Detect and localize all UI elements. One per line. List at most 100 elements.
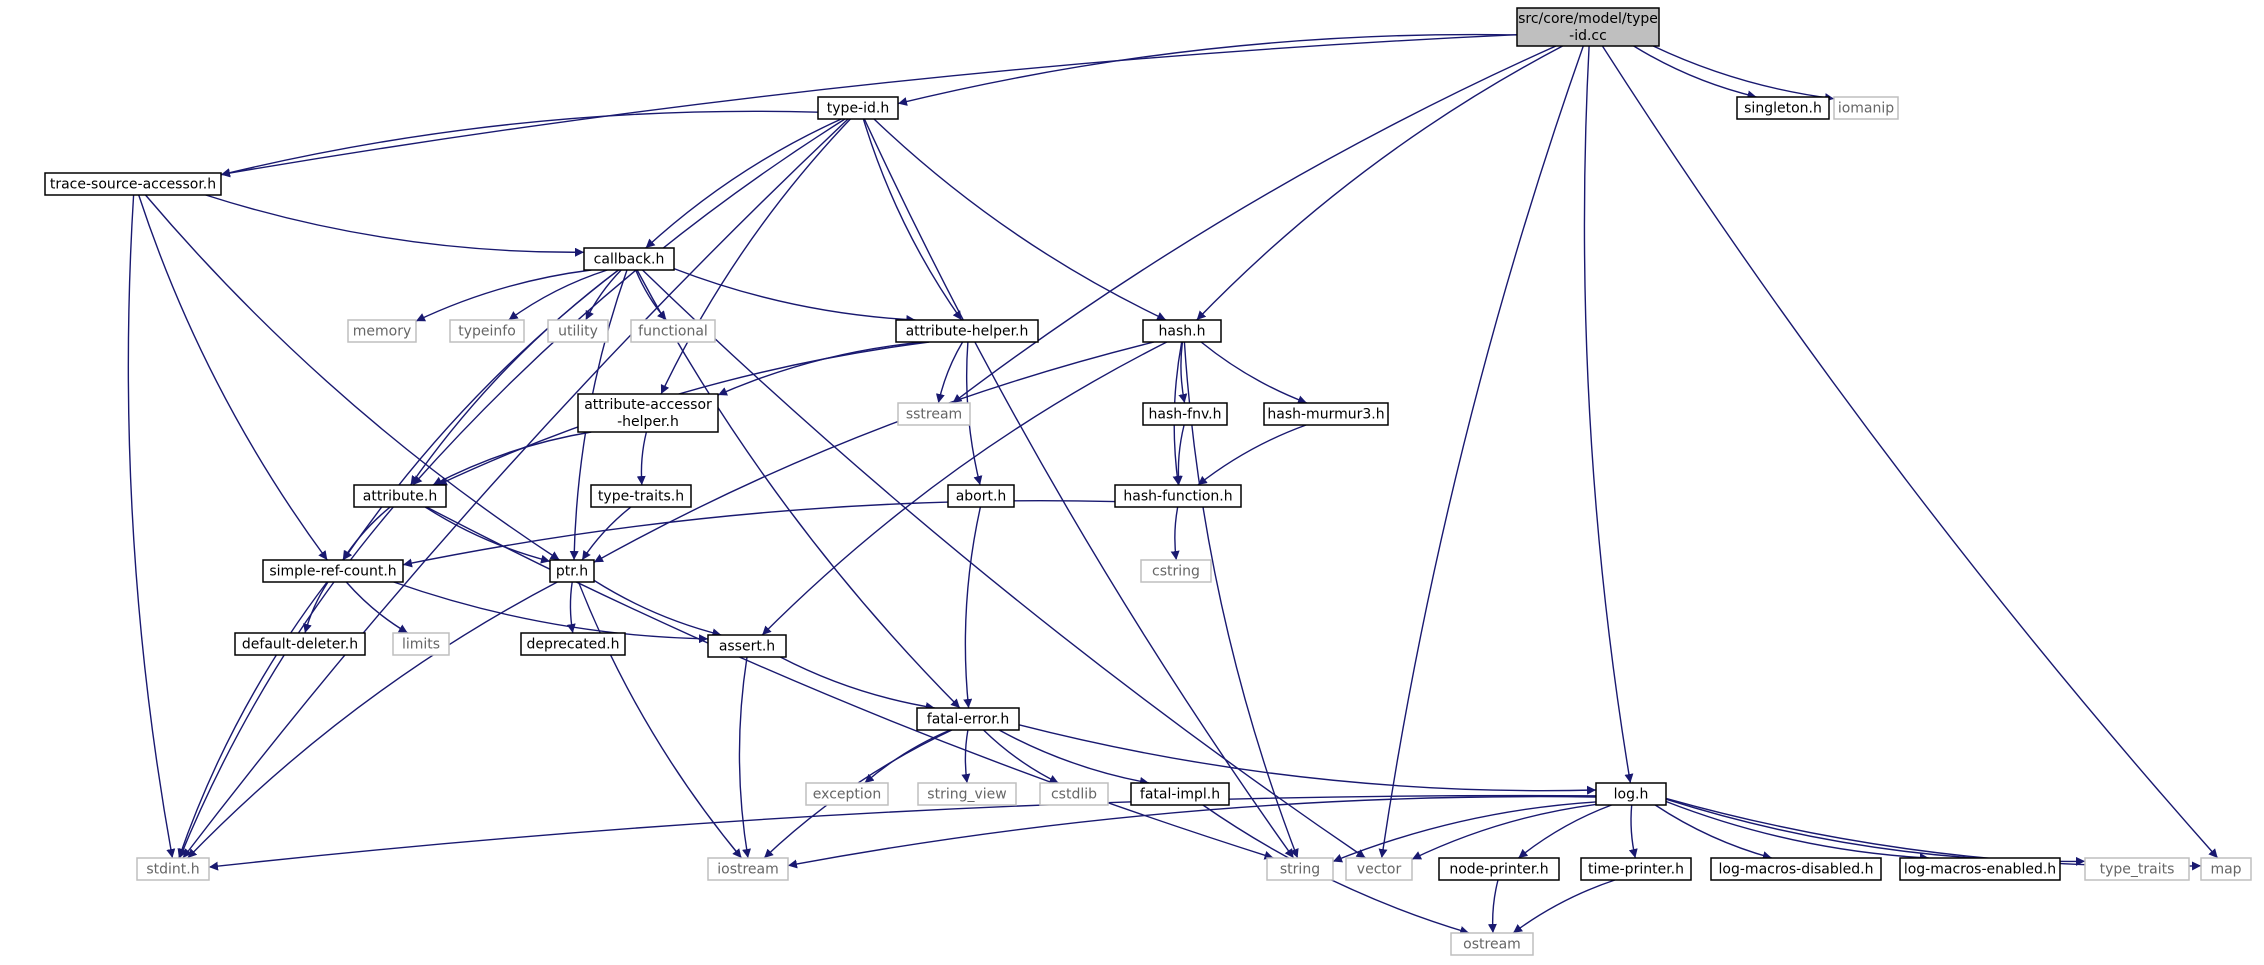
- node-attribute[interactable]: attribute.h: [353, 484, 447, 508]
- node-typeinfo[interactable]: typeinfo: [449, 319, 525, 343]
- node-box: [1595, 782, 1667, 806]
- node-label: attribute.h: [363, 489, 437, 505]
- edge-fatalerror-to-log: [1018, 724, 1597, 795]
- node-label: time-printer.h: [1588, 862, 1684, 878]
- edge-typetraits-to-ptr: [581, 506, 632, 561]
- node-box: [805, 782, 889, 806]
- node-lme[interactable]: log-macros-enabled.h: [1899, 857, 2061, 881]
- node-nodeprinter[interactable]: node-printer.h: [1438, 857, 1560, 881]
- node-label: typeinfo: [458, 324, 516, 340]
- node-ahelper[interactable]: attribute-helper.h: [895, 319, 1039, 343]
- node-label: attribute-accessor: [584, 397, 712, 413]
- node-typeid[interactable]: type-id.h: [817, 96, 899, 120]
- node-box: [353, 484, 447, 508]
- node-fatalerror[interactable]: fatal-error.h: [916, 707, 1020, 731]
- edge-src-to-stdint: [177, 581, 328, 859]
- edge-aahelper-to-typetraits: [636, 431, 648, 486]
- node-ptr[interactable]: ptr.h: [549, 559, 595, 583]
- node-timeprinter[interactable]: time-printer.h: [1580, 857, 1692, 881]
- edge-log-to-lme: [1665, 800, 1929, 863]
- node-lmd[interactable]: log-macros-disabled.h: [1710, 857, 1882, 881]
- node-box: [44, 172, 222, 196]
- node-hash[interactable]: hash.h: [1142, 319, 1222, 343]
- node-ostream[interactable]: ostream: [1450, 932, 1534, 956]
- node-label: hash-function.h: [1123, 489, 1232, 505]
- node-callback[interactable]: callback.h: [583, 247, 675, 271]
- node-box: [916, 707, 1020, 731]
- edge-tsa-to-src: [138, 194, 328, 561]
- node-cstdlib[interactable]: cstdlib: [1039, 782, 1109, 806]
- node-box: [577, 393, 719, 433]
- node-typetraitsstd[interactable]: type_traits: [2084, 857, 2190, 881]
- edge-root-to-typeid: [897, 33, 1518, 106]
- node-assert[interactable]: assert.h: [707, 634, 787, 658]
- node-label: limits: [402, 637, 440, 653]
- node-box: [1516, 7, 1660, 47]
- node-singleton[interactable]: singleton.h: [1736, 96, 1830, 120]
- node-label: sstream: [906, 407, 962, 423]
- node-src[interactable]: simple-ref-count.h: [262, 559, 404, 583]
- node-label: src/core/model/type: [1518, 11, 1658, 27]
- node-log[interactable]: log.h: [1595, 782, 1667, 806]
- node-stdint[interactable]: stdint.h: [136, 857, 210, 881]
- node-fatalimpl[interactable]: fatal-impl.h: [1130, 782, 1230, 806]
- node-label: default-deleter.h: [242, 637, 358, 653]
- edge-hash-to-ptr: [593, 341, 1155, 563]
- edge-ahelper-to-aahelper: [717, 341, 925, 396]
- node-exception[interactable]: exception: [805, 782, 889, 806]
- node-box: [262, 559, 404, 583]
- node-string[interactable]: string: [1266, 857, 1334, 881]
- edge-timeprinter-to-ostream: [1512, 879, 1616, 934]
- node-box: [817, 96, 899, 120]
- node-box: [2200, 857, 2252, 881]
- node-vector[interactable]: vector: [1345, 857, 1413, 881]
- node-label: ptr.h: [556, 564, 588, 580]
- edge-log-to-lmd: [1654, 804, 1772, 860]
- node-iostream[interactable]: iostream: [707, 857, 789, 881]
- node-label: abort.h: [956, 489, 1007, 505]
- node-box: [895, 319, 1039, 343]
- node-label: node-printer.h: [1449, 862, 1548, 878]
- edge-typeid-to-hash: [873, 118, 1167, 321]
- node-root[interactable]: src/core/model/type-id.cc: [1516, 7, 1660, 47]
- node-hashfunc[interactable]: hash-function.h: [1114, 484, 1242, 508]
- node-label: deprecated.h: [526, 637, 619, 653]
- node-box: [1450, 932, 1534, 956]
- node-defdel[interactable]: default-deleter.h: [234, 632, 366, 656]
- edge-typeid-to-ahelper: [862, 118, 963, 321]
- node-functional[interactable]: functional: [630, 319, 716, 343]
- node-sstream[interactable]: sstream: [897, 402, 971, 426]
- node-label: iomanip: [1838, 101, 1894, 117]
- edge-root-to-sstream: [952, 45, 1557, 404]
- edge-assert-to-fatalerror: [779, 656, 935, 712]
- node-tsa[interactable]: trace-source-accessor.h: [44, 172, 222, 196]
- node-memory[interactable]: memory: [347, 319, 417, 343]
- node-abort[interactable]: abort.h: [947, 484, 1015, 508]
- node-typetraits[interactable]: type-traits.h: [590, 484, 692, 508]
- node-label: hash.h: [1159, 324, 1206, 340]
- node-iomanip[interactable]: iomanip: [1833, 96, 1899, 120]
- edge-tsa-to-ptr: [144, 194, 560, 561]
- node-cstring[interactable]: cstring: [1140, 559, 1212, 583]
- edge-typeid-to-tsa: [220, 110, 819, 178]
- node-label: iostream: [717, 862, 779, 878]
- node-label: string: [1280, 862, 1320, 878]
- edge-typeid-to-string: [863, 118, 1295, 859]
- node-label: type_traits: [2100, 862, 2175, 878]
- node-utility[interactable]: utility: [547, 319, 609, 343]
- node-hashmurmur[interactable]: hash-murmur3.h: [1263, 402, 1389, 426]
- node-map[interactable]: map: [2200, 857, 2252, 881]
- edge-fatalerror-to-exception: [864, 729, 951, 784]
- edge-tsa-to-callback: [205, 194, 585, 257]
- node-aahelper[interactable]: attribute-accessor-helper.h: [577, 393, 719, 433]
- edge-aahelper-to-attribute: [432, 431, 592, 486]
- node-stringview[interactable]: string_view: [917, 782, 1017, 806]
- node-label: attribute-helper.h: [906, 324, 1029, 340]
- node-limits[interactable]: limits: [392, 632, 450, 656]
- node-label: string_view: [927, 787, 1006, 803]
- node-label: assert.h: [719, 639, 775, 655]
- node-hashfnv[interactable]: hash-fnv.h: [1142, 402, 1228, 426]
- node-deprecated[interactable]: deprecated.h: [520, 632, 626, 656]
- edge-ptr-to-deprecated: [566, 581, 576, 634]
